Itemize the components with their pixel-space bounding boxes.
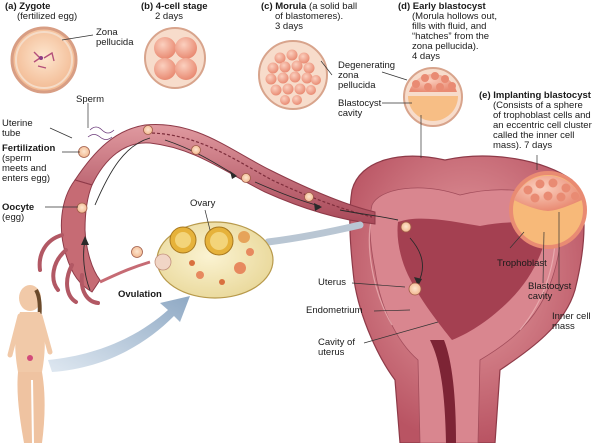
oocyte-sublabel: (egg) <box>2 212 25 223</box>
zona-pellucida-label-2: pellucida <box>96 37 134 48</box>
stage-c-label: (c) Morula (a solid ball <box>261 1 358 13</box>
stage-e-label: (e) Implanting blastocyst <box>479 90 591 102</box>
stage-a-label: (a) Zygote <box>5 1 51 13</box>
uterine-tube <box>37 123 423 305</box>
stage-a-title: Zygote <box>19 1 51 12</box>
zona-pellucida-label-1: Zona <box>96 27 118 38</box>
stage-b-title: 4-cell stage <box>155 1 208 12</box>
blastocyst-cavity-d-label-1: Blastocyst <box>338 98 382 109</box>
implanting-blastocyst-illustration <box>509 171 587 249</box>
stage-b-label: (b) 4-cell stage <box>141 1 208 13</box>
stage-e-desc-4: called the inner cell <box>493 130 575 141</box>
inner-cell-mass-label-2: mass <box>552 321 575 332</box>
stage-e-desc-2: of trophoblast cells and <box>493 110 591 121</box>
inner-cell-mass-label-1: Inner cell <box>552 311 591 322</box>
uterine-tube-label-2: tube <box>2 128 21 139</box>
stage-e-letter: (e) <box>479 90 491 101</box>
stage-d-desc-2: fills with fluid, and <box>412 21 487 32</box>
stage-e-title: Implanting blastocyst <box>493 90 591 101</box>
stage-e-desc-1: (Consists of a sphere <box>493 100 583 111</box>
stage-c-letter: (c) <box>261 1 273 12</box>
ovary <box>154 221 274 299</box>
stage-c-days: 3 days <box>275 21 303 32</box>
stage-d-title: Early blastocyst <box>412 1 486 12</box>
four-cell-illustration <box>144 27 206 89</box>
blastocyst-cavity-d-label-2: cavity <box>338 108 363 119</box>
leader-lines <box>45 34 560 344</box>
zygote-illustration <box>10 26 78 94</box>
stage-c-desc-1: (a solid ball <box>309 1 358 12</box>
degenerating-zona-label-3: pellucida <box>338 80 376 91</box>
ovulation-label: Ovulation <box>118 289 162 300</box>
ovarian-ligament <box>264 221 364 246</box>
stage-d-desc-4: zona pellucida). <box>412 41 479 52</box>
stage-d-desc-3: “hatches” from the <box>412 31 490 42</box>
stage-c-desc-2: of blastomeres). <box>275 11 344 22</box>
stage-c-title: Morula <box>275 1 307 12</box>
fertilization-label: Fertilization <box>2 143 56 154</box>
stage-b-subtitle: 2 days <box>155 11 183 22</box>
oocyte-label: Oocyte <box>2 202 35 213</box>
fertilization-desc-2: meets and <box>2 163 47 174</box>
blastocyst-cavity-e-label-1: Blastocyst <box>528 281 572 292</box>
stage-a-subtitle: (fertilized egg) <box>17 11 78 22</box>
cavity-of-uterus-label-1: Cavity of <box>318 337 355 348</box>
morula-illustration <box>258 40 328 110</box>
sperm-label: Sperm <box>76 94 104 105</box>
stage-b-letter: (b) <box>141 1 154 12</box>
stage-d-desc-1: (Morula hollows out, <box>412 11 498 22</box>
uterus-label: Uterus <box>318 277 346 288</box>
early-blastocyst-illustration <box>403 67 463 127</box>
stage-e-desc-3: an eccentric cell cluster <box>493 120 592 131</box>
human-figure <box>7 285 53 443</box>
degenerating-zona-label-2: zona <box>338 70 359 81</box>
blastocyst-cavity-e-label-2: cavity <box>528 291 553 302</box>
ovary-label: Ovary <box>190 198 216 209</box>
endometrium-label: Endometrium <box>306 305 363 316</box>
zoom-arrow <box>48 296 190 372</box>
fertilization-desc-3: enters egg) <box>2 173 51 184</box>
degenerating-zona-label-1: Degenerating <box>338 60 396 71</box>
stage-a-letter: (a) <box>5 1 17 12</box>
uterine-tube-label-1: Uterine <box>2 118 33 129</box>
stage-e-desc-5: mass). 7 days <box>493 140 553 151</box>
cavity-of-uterus-label-2: uterus <box>318 347 345 358</box>
stage-d-label: (d) Early blastocyst <box>398 1 486 13</box>
stage-d-letter: (d) <box>398 1 411 12</box>
trophoblast-label: Trophoblast <box>497 258 547 269</box>
fertilization-desc-1: (sperm <box>2 153 32 164</box>
stage-d-days: 4 days <box>412 51 440 62</box>
